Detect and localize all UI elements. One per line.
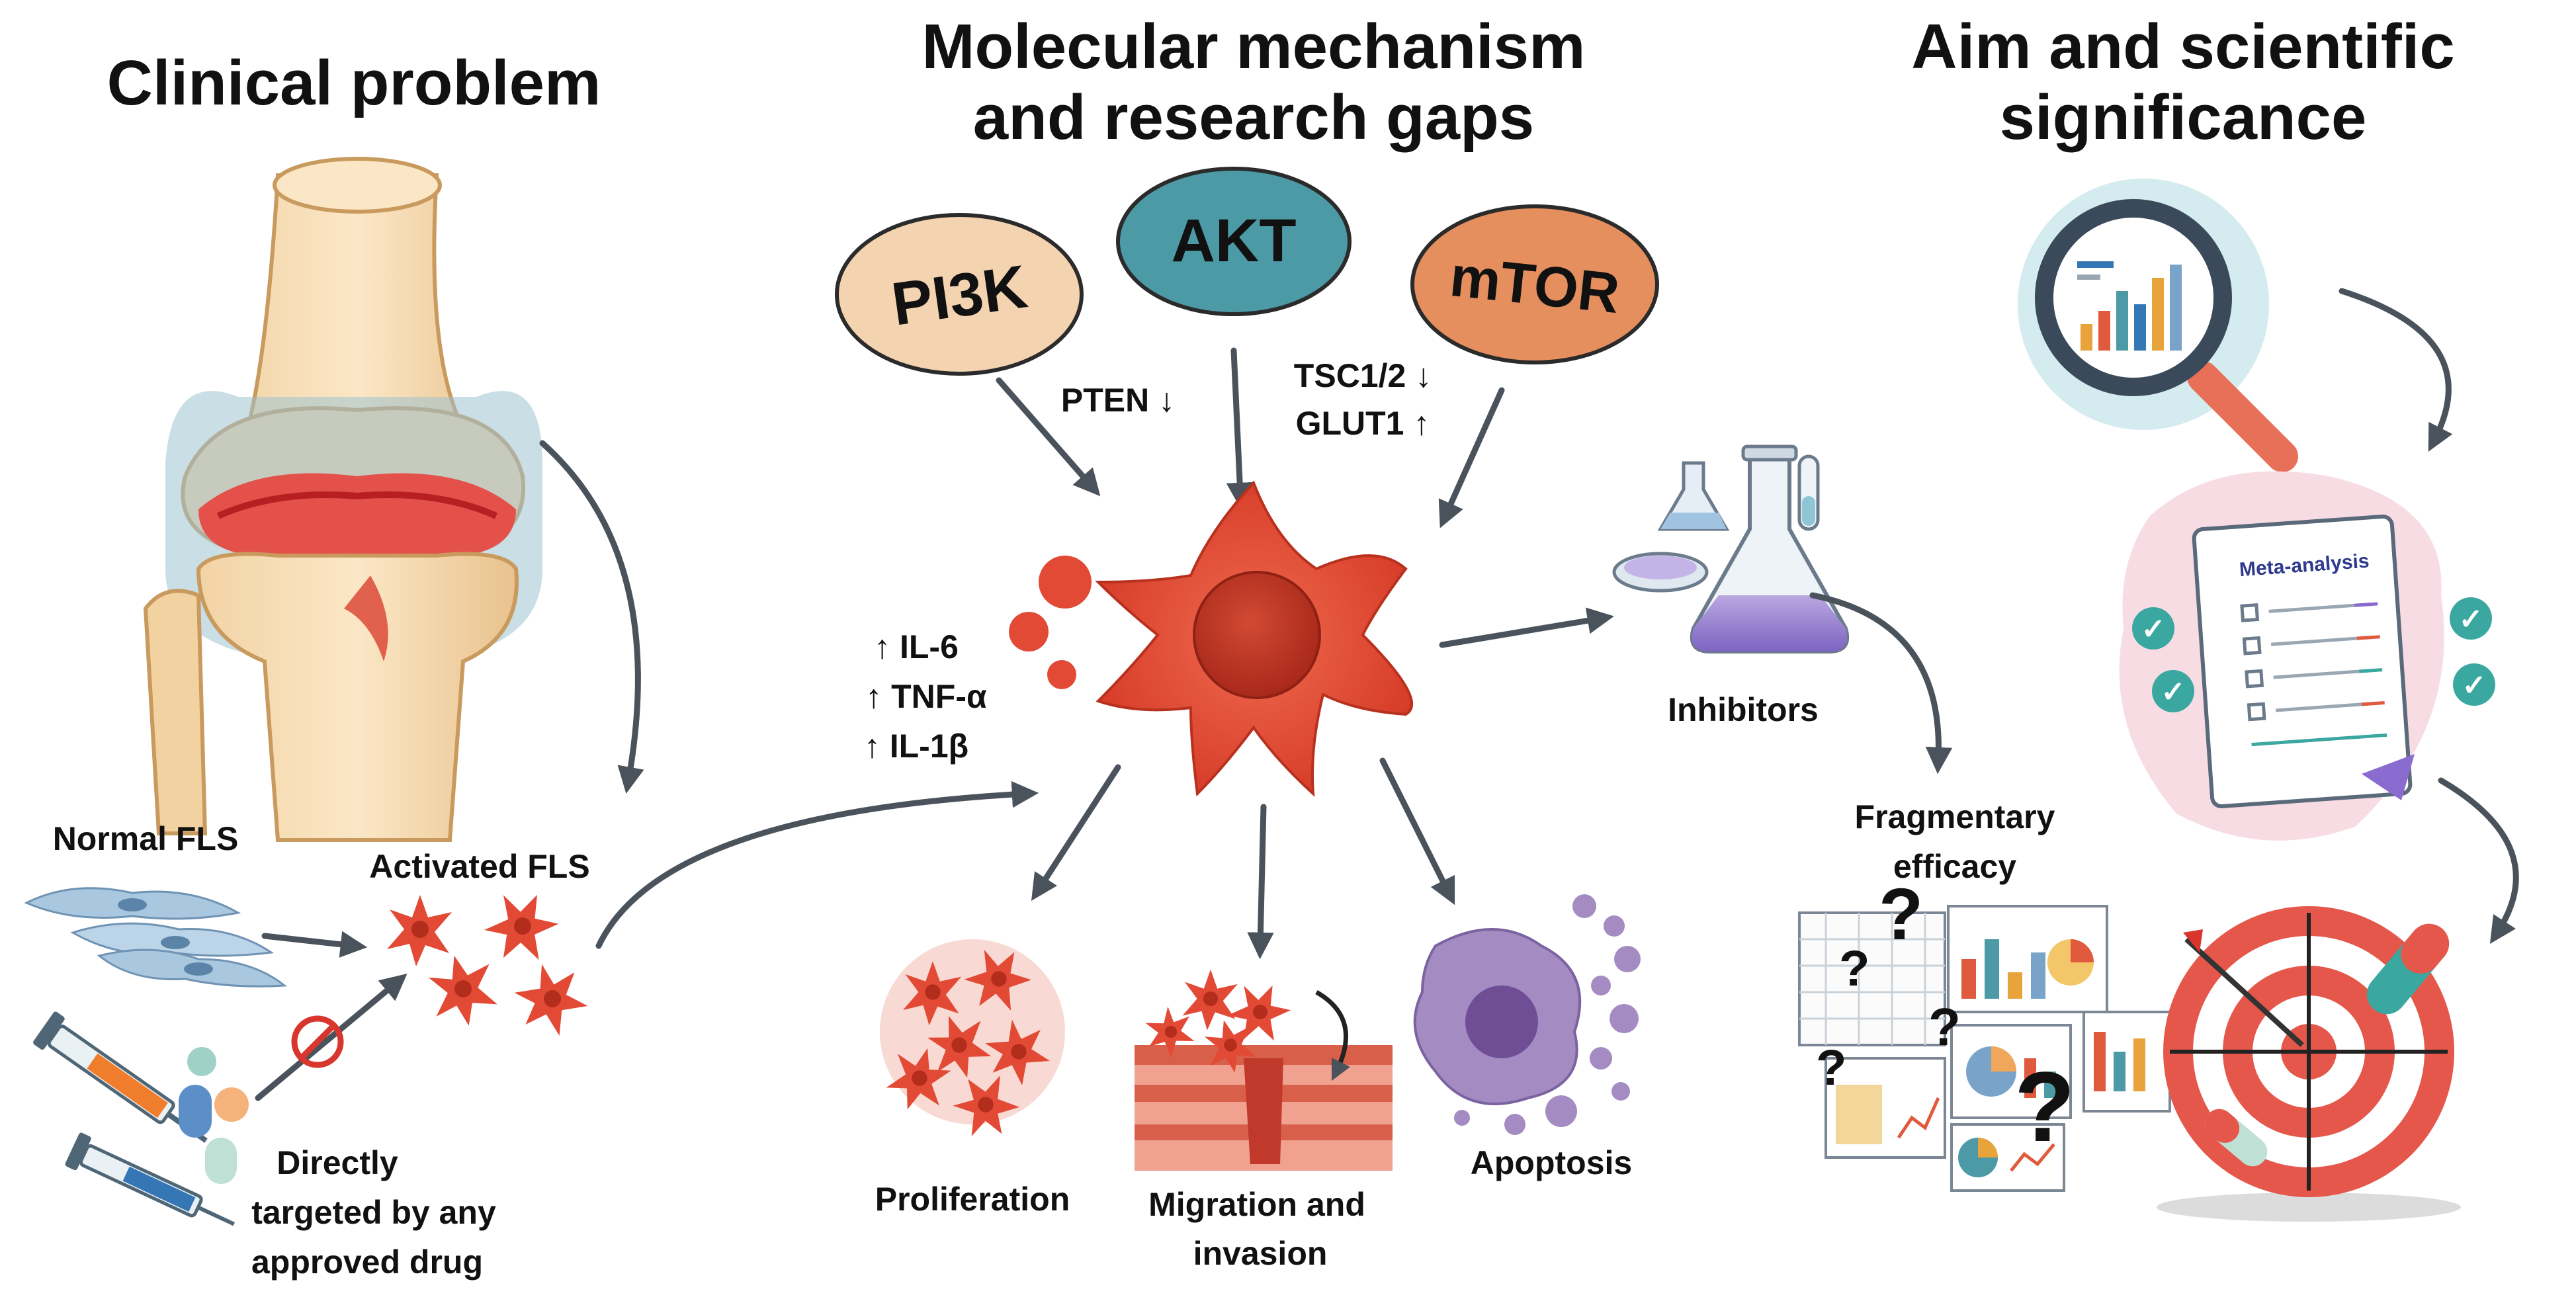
drug-to-activated-arrow bbox=[255, 974, 408, 1101]
cytokine-tnf: ↑ TNF-α bbox=[865, 678, 987, 715]
question-mark-4: ? bbox=[1816, 1040, 1846, 1096]
approved-drugs-icon bbox=[33, 1011, 249, 1226]
inhibitors-label: Inhibitors bbox=[1668, 691, 1819, 728]
activated-to-central-arrow bbox=[595, 780, 1039, 949]
fragmentary-charts-collage: ? ? ? ? ? bbox=[1798, 874, 2171, 1192]
normal-to-activated-arrow bbox=[261, 931, 368, 958]
apoptosis-label: Apoptosis bbox=[1471, 1144, 1632, 1181]
mechanism-title-line1: Molecular mechanism bbox=[922, 11, 1585, 82]
magnifier-chart-icon bbox=[2018, 179, 2298, 472]
cytokine-il6: ↑ IL-6 bbox=[874, 628, 959, 665]
to-inhibitors-arrow bbox=[1439, 607, 1614, 648]
normal-fls-label: Normal FLS bbox=[53, 820, 239, 857]
akt-arrow bbox=[1226, 347, 1254, 510]
inhibitors-to-efficacy-arrow bbox=[1809, 592, 1953, 775]
to-proliferation-arrow bbox=[1031, 764, 1121, 901]
check-icon-4: ✓ bbox=[2462, 669, 2487, 702]
pten-label: PTEN ↓ bbox=[1061, 382, 1175, 419]
target-bullseye-icon bbox=[2157, 906, 2461, 1222]
knee-to-activated-arrow bbox=[539, 440, 644, 794]
meta-to-target-arrow bbox=[2438, 777, 2519, 944]
question-mark-1: ? bbox=[1879, 874, 1923, 955]
migration-illustration bbox=[1135, 969, 1393, 1171]
check-badges: ✓ ✓ ✓ ✓ bbox=[2132, 597, 2495, 712]
aim-title-line2: significance bbox=[2000, 82, 2367, 153]
central-fls-cell bbox=[1095, 480, 1413, 797]
akt-label: AKT bbox=[1171, 207, 1296, 274]
question-mark-5: ? bbox=[2014, 1051, 2075, 1162]
meta-analysis-document: Meta-analysis bbox=[2119, 471, 2444, 841]
to-apoptosis-arrow bbox=[1379, 757, 1455, 905]
akt-node: AKT bbox=[1116, 167, 1352, 316]
check-icon-2: ✓ bbox=[2161, 676, 2186, 708]
cytokine-il1b: ↑ IL-1β bbox=[864, 728, 968, 765]
mtor-node: mTOR bbox=[1410, 204, 1659, 364]
fragmentary-label-line2: efficacy bbox=[1893, 848, 2016, 885]
migration-label-line1: Migration and bbox=[1148, 1186, 1365, 1223]
question-mark-3: ? bbox=[1928, 997, 1961, 1056]
fragmentary-label-line1: Fragmentary bbox=[1855, 798, 2055, 835]
prohibited-icon bbox=[291, 1015, 344, 1068]
cytokine-particles bbox=[1009, 556, 1092, 689]
check-icon-3: ✓ bbox=[2459, 603, 2483, 636]
migration-label-line2: invasion bbox=[1193, 1235, 1328, 1272]
mtor-arrow bbox=[1438, 387, 1505, 528]
clinical-problem-title: Clinical problem bbox=[107, 48, 601, 118]
tsc-label: TSC1/2 ↓ bbox=[1294, 357, 1432, 394]
drug-label-line2: targeted by any bbox=[251, 1194, 496, 1231]
pi3k-arrow bbox=[996, 377, 1101, 497]
drug-label-line1: Directly bbox=[277, 1144, 398, 1181]
drug-label-line3: approved drug bbox=[251, 1243, 483, 1281]
mechanism-title-line2: and research gaps bbox=[973, 82, 1534, 153]
question-mark-2: ? bbox=[1839, 941, 1869, 997]
proliferation-illustration bbox=[880, 937, 1065, 1150]
pi3k-node: PI3K bbox=[835, 213, 1084, 376]
glut1-label: GLUT1 ↑ bbox=[1296, 405, 1430, 442]
inhibitors-lab-icon bbox=[1612, 444, 1850, 653]
activated-fls-label: Activated FLS bbox=[369, 848, 589, 885]
apoptosis-illustration bbox=[1413, 894, 1641, 1135]
proliferation-label: Proliferation bbox=[875, 1181, 1070, 1218]
knee-joint-illustration bbox=[143, 157, 542, 842]
normal-fls-cells bbox=[24, 887, 287, 988]
to-migration-arrow bbox=[1247, 804, 1274, 960]
activated-fls-cells bbox=[387, 880, 599, 1048]
magnifier-to-meta-arrow bbox=[2339, 288, 2453, 452]
aim-title-line1: Aim and scientific bbox=[1911, 11, 2455, 82]
check-icon-1: ✓ bbox=[2141, 613, 2166, 646]
